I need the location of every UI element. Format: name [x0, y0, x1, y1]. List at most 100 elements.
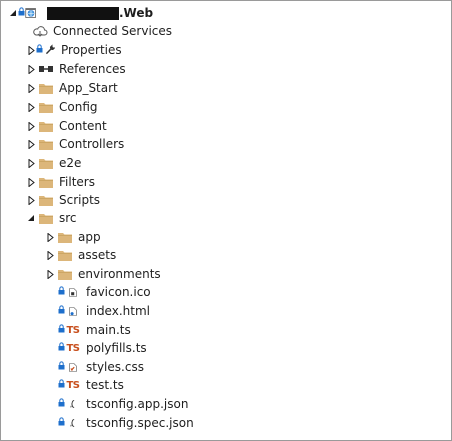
expand-arrow-icon[interactable]	[25, 41, 37, 59]
lock-icon	[58, 342, 65, 351]
tree-row-tsconfig-spec-json[interactable]: tsconfig.spec.json	[58, 414, 194, 432]
row-label: Config	[59, 100, 98, 114]
lock-icon	[58, 324, 65, 333]
typescript-file-icon: TS	[58, 321, 80, 339]
row-label: test.ts	[86, 378, 124, 392]
tree-row-polyfills-ts[interactable]: TS polyfills.ts	[58, 339, 147, 357]
expand-arrow-icon[interactable]	[44, 246, 56, 264]
ts-badge: TS	[66, 342, 80, 354]
row-label: Controllers	[59, 137, 125, 151]
row-label: tsconfig.spec.json	[86, 416, 194, 430]
lock-icon	[58, 417, 65, 426]
tree-row-main-ts[interactable]: TS main.ts	[58, 321, 131, 339]
tree-row-tsconfig-app-json[interactable]: tsconfig.app.json	[58, 395, 189, 413]
redacted-name	[47, 7, 119, 20]
tree-row-environments[interactable]: environments	[44, 265, 161, 283]
row-label: Filters	[59, 175, 95, 189]
image-file-icon	[58, 283, 77, 301]
folder-icon	[37, 191, 55, 209]
folder-icon	[37, 135, 55, 153]
ts-badge: TS	[66, 379, 80, 391]
collapse-arrow-icon[interactable]	[25, 209, 37, 227]
json-file-icon	[58, 414, 77, 432]
folder-icon	[37, 79, 55, 97]
folder-icon	[37, 173, 55, 191]
folder-icon	[37, 98, 55, 116]
lock-icon	[58, 379, 65, 388]
tree-row-cutoff	[67, 434, 69, 440]
expand-arrow-icon[interactable]	[25, 60, 37, 78]
row-label: favicon.ico	[86, 285, 151, 299]
tree-row-references[interactable]: References	[25, 60, 126, 78]
references-icon	[37, 60, 55, 78]
row-label: main.ts	[86, 323, 131, 337]
tree-row-properties[interactable]: Properties	[25, 41, 122, 59]
row-label: app	[78, 230, 101, 244]
tree-row-styles-css[interactable]: styles.css	[58, 358, 144, 376]
tree-row-controllers[interactable]: Controllers	[25, 135, 124, 153]
tree-row-assets[interactable]: assets	[44, 246, 116, 264]
wrench-icon	[36, 41, 55, 59]
project-name-suffix: .Web	[119, 6, 154, 20]
project-name: .Web	[47, 4, 153, 22]
folder-icon	[56, 228, 74, 246]
tree-row-app[interactable]: app	[44, 228, 101, 246]
tree-row-project[interactable]: .Web	[7, 4, 153, 22]
lock-icon	[58, 361, 65, 370]
lock-icon	[18, 7, 25, 16]
tree-row-config[interactable]: Config	[25, 98, 98, 116]
tree-row-index-html[interactable]: index.html	[58, 302, 150, 320]
expand-arrow-icon[interactable]	[25, 154, 37, 172]
row-label: e2e	[59, 156, 82, 170]
lock-icon	[58, 286, 65, 295]
expand-arrow-icon[interactable]	[25, 98, 37, 116]
tree-row-content[interactable]: Content	[25, 117, 107, 135]
lock-icon	[36, 44, 43, 53]
row-label: tsconfig.app.json	[86, 397, 189, 411]
tree-row-test-ts[interactable]: TS test.ts	[58, 376, 124, 394]
expand-arrow-icon[interactable]	[25, 135, 37, 153]
tree-row-favicon[interactable]: favicon.ico	[58, 283, 151, 301]
tree-row-e2e[interactable]: e2e	[25, 154, 81, 172]
folder-icon	[56, 265, 74, 283]
tree-row-app-start[interactable]: App_Start	[25, 79, 118, 97]
row-label: src	[59, 211, 77, 225]
row-label: Scripts	[59, 193, 101, 207]
tree-row-scripts[interactable]: Scripts	[25, 191, 100, 209]
expand-arrow-icon[interactable]	[25, 173, 37, 191]
lock-icon	[58, 305, 65, 314]
folder-icon	[56, 246, 74, 264]
folder-icon	[37, 154, 55, 172]
expand-arrow-icon[interactable]	[25, 191, 37, 209]
folder-icon	[37, 209, 55, 227]
row-label: assets	[78, 248, 117, 262]
html-file-icon	[58, 302, 77, 320]
typescript-file-icon: TS	[58, 376, 80, 394]
json-file-icon	[58, 395, 77, 413]
ts-badge: TS	[66, 324, 80, 336]
css-file-icon	[58, 358, 77, 376]
row-label: index.html	[86, 304, 150, 318]
row-label: App_Start	[59, 81, 118, 95]
expand-arrow-icon[interactable]	[25, 79, 37, 97]
tree-row-src[interactable]: src	[25, 209, 77, 227]
expand-arrow-icon[interactable]	[44, 228, 56, 246]
web-project-icon	[18, 4, 37, 22]
collapse-arrow-icon[interactable]	[7, 4, 19, 22]
row-label: References	[59, 62, 126, 76]
cloud-icon	[31, 22, 49, 40]
row-label: Content	[59, 119, 107, 133]
expand-arrow-icon[interactable]	[44, 265, 56, 283]
folder-icon	[37, 117, 55, 135]
row-label: Properties	[61, 43, 122, 57]
tree-row-connected-services[interactable]: Connected Services	[31, 22, 172, 40]
row-label: polyfills.ts	[86, 341, 147, 355]
row-label: styles.css	[86, 360, 144, 374]
expand-arrow-icon[interactable]	[25, 117, 37, 135]
row-label: Connected Services	[53, 24, 173, 38]
row-label: environments	[78, 267, 161, 281]
lock-icon	[58, 398, 65, 407]
tree-row-filters[interactable]: Filters	[25, 173, 95, 191]
typescript-file-icon: TS	[58, 339, 80, 357]
